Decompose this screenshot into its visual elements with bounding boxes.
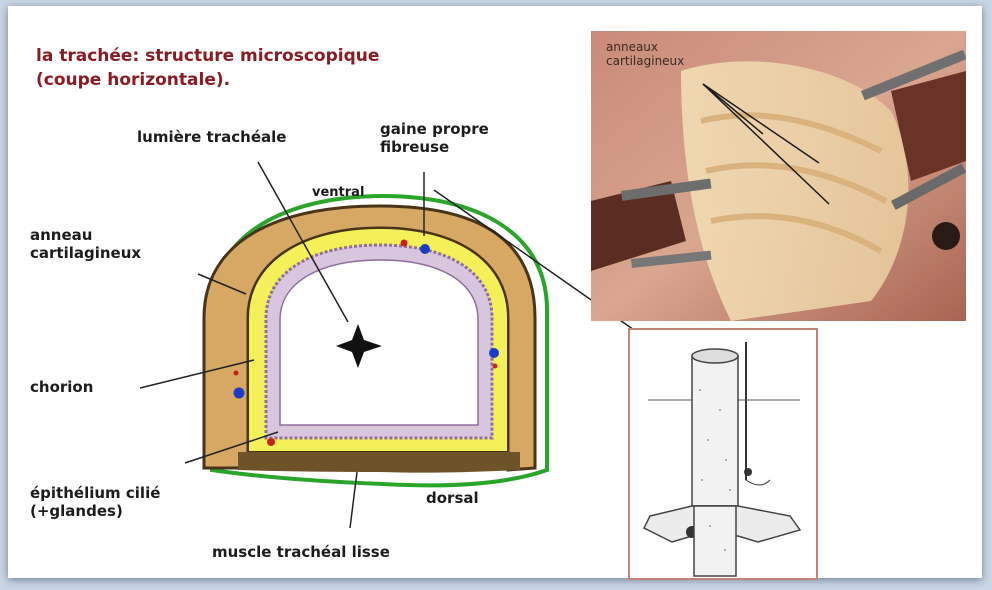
muscle-band — [238, 452, 520, 473]
label-anneau-line-2: cartilagineux — [30, 244, 141, 262]
dissection-photo: anneaux cartilagineux — [591, 31, 966, 321]
gland-dot — [234, 371, 239, 376]
label-dorsal: dorsal — [426, 489, 479, 507]
label-muscle-tracheal-lisse: muscle trachéal lisse — [212, 543, 390, 561]
photo-label: anneaux cartilagineux — [606, 40, 684, 68]
label-anneau-line-1: anneau — [30, 226, 141, 244]
leader-line-muscle — [350, 472, 357, 528]
gland-dot — [401, 240, 408, 247]
photo-label-line-1: anneaux — [606, 40, 684, 54]
label-gaine-line-2: fibreuse — [380, 138, 489, 156]
photo-label-line-2: cartilagineux — [606, 54, 684, 68]
gland-dot — [267, 438, 275, 446]
trachea-sketch — [630, 330, 816, 578]
label-epithelium-line-1: épithélium cilié — [30, 484, 160, 502]
label-gaine-line-1: gaine propre — [380, 120, 489, 138]
label-anneau-cartilagineux: anneau cartilagineux — [30, 226, 141, 262]
label-epithelium-line-2: (+glandes) — [30, 502, 160, 520]
trachea-sketch-panel — [628, 328, 818, 580]
label-lumiere-tracheale: lumière trachéale — [137, 128, 286, 146]
label-chorion: chorion — [30, 378, 93, 396]
label-epithelium-cilie: épithélium cilié (+glandes) — [30, 484, 160, 520]
gland-dot — [420, 244, 430, 254]
gland-dot — [234, 388, 245, 399]
tracheal-lumen — [280, 260, 478, 425]
gland-dot — [493, 364, 498, 369]
gland-dot — [489, 348, 499, 358]
label-gaine-propre-fibreuse: gaine propre fibreuse — [380, 120, 489, 156]
photo-illustration — [591, 31, 966, 321]
label-ventral: ventral — [312, 184, 364, 202]
